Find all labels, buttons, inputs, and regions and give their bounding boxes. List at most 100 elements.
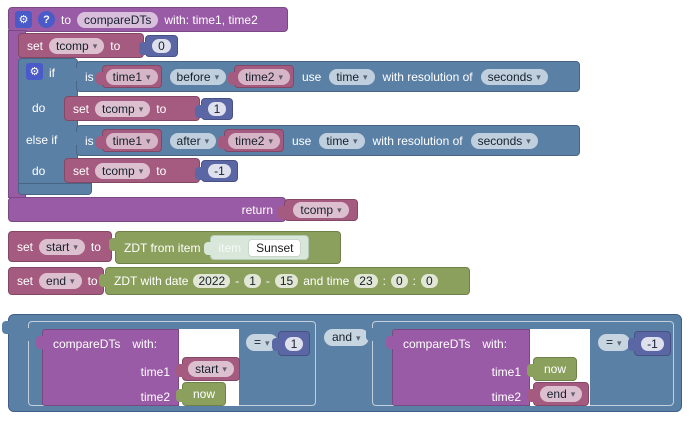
number-field[interactable]: -1 (641, 336, 664, 351)
function-call-block[interactable]: compareDTs with: time1 time2 (386, 329, 530, 406)
variable-block-end[interactable]: end ▾ (527, 382, 589, 406)
variable-dropdown[interactable]: end ▾ (539, 386, 583, 402)
call-with-label: with: (132, 337, 158, 351)
if-block-bottom[interactable] (18, 183, 92, 195)
dropdown-arrow-icon: ▾ (353, 135, 358, 146)
now-block[interactable]: now (176, 382, 226, 406)
datetime-compare-block[interactable]: is time1 ▾ before ▾ time2 ▾ use time ▾ w… (70, 61, 580, 92)
compare-operator-dropdown[interactable]: = ▾ (598, 334, 630, 351)
dropdown-arrow-icon: ▾ (268, 135, 273, 146)
variable-block-start[interactable]: start ▾ (176, 357, 240, 381)
variable-block-time1[interactable]: time1 ▾ (95, 65, 162, 88)
dropdown-arrow-icon: ▾ (70, 276, 75, 286)
set-variable-block[interactable]: set end ▾ to (8, 267, 104, 295)
resolution-dropdown[interactable]: seconds ▾ (480, 68, 548, 85)
operator-dropdown[interactable]: after ▾ (169, 132, 217, 149)
variable-dropdown[interactable]: tcomp ▾ (49, 37, 105, 54)
dropdown-arrow-icon: ▾ (265, 337, 270, 348)
variable-dropdown[interactable]: time2 ▾ (228, 132, 280, 149)
source-value: time (336, 69, 360, 84)
variable-dropdown[interactable]: time2 ▾ (238, 68, 290, 85)
variable-dropdown[interactable]: tcomp ▾ (95, 100, 151, 117)
variable-dropdown[interactable]: tcomp ▾ (293, 202, 349, 218)
use-label: use (301, 69, 322, 84)
second-field[interactable]: 0 (421, 274, 438, 288)
arg-label-time1: time1 (491, 365, 521, 379)
variable-name: end (546, 387, 567, 401)
dropdown-arrow-icon: ▾ (278, 71, 283, 82)
number-field[interactable]: 1 (284, 336, 304, 351)
variable-dropdown[interactable]: tcomp ▾ (95, 162, 151, 179)
arg-label-time2: time2 (491, 390, 521, 404)
variable-block-time2[interactable]: time2 ▾ (218, 129, 284, 152)
variable-block-return[interactable]: tcomp ▾ (278, 199, 358, 221)
set-label: set (73, 101, 90, 116)
variable-block-time2[interactable]: time2 ▾ (228, 65, 294, 88)
number-block[interactable]: 1 (195, 98, 233, 120)
item-label: item (218, 240, 242, 255)
to-label: to (156, 163, 167, 178)
to-label: to (110, 38, 121, 53)
help-icon[interactable]: ? (38, 11, 55, 28)
dropdown-arrow-icon: ▾ (337, 205, 342, 215)
zdt-from-item-block[interactable]: ZDT from item item Sunset (109, 231, 341, 264)
and-time-label: and time (303, 274, 350, 288)
dropdown-arrow-icon: ▾ (214, 71, 220, 82)
number-field[interactable]: -1 (208, 164, 231, 178)
if-label: if (49, 66, 55, 80)
datetime-compare-block[interactable]: is time1 ▾ after ▾ time2 ▾ use time ▾ wi… (70, 125, 580, 156)
mutator-gear-icon[interactable]: ⚙ (15, 11, 32, 28)
dropdown-arrow-icon: ▾ (363, 71, 368, 82)
now-label: now (543, 362, 566, 376)
time-source-dropdown[interactable]: time ▾ (329, 68, 375, 85)
variable-name: time1 (112, 69, 143, 84)
now-block[interactable]: now (527, 357, 577, 381)
item-block[interactable]: item Sunset (204, 235, 310, 260)
variable-block-time1[interactable]: time1 ▾ (95, 129, 162, 152)
number-block[interactable]: -1 (195, 160, 238, 182)
variable-dropdown[interactable]: time1 ▾ (105, 68, 158, 85)
function-definition-header[interactable]: ⚙ ? to compareDTs with: time1, time2 (8, 7, 288, 32)
minute-field[interactable]: 0 (390, 274, 408, 288)
set-variable-block[interactable]: set tcomp ▾ to (18, 33, 144, 58)
month-field[interactable]: 1 (244, 274, 261, 288)
to-label: to (87, 274, 98, 288)
set-label: set (17, 274, 34, 288)
number-field[interactable]: 0 (152, 39, 171, 53)
compare-operator-dropdown[interactable]: = ▾ (246, 334, 278, 351)
item-name-field[interactable]: Sunset (248, 238, 302, 257)
zdt-with-date-block[interactable]: ZDT with date 2022 - 1 - 15 and time 23 … (99, 267, 470, 295)
set-variable-block[interactable]: set tcomp ▾ to (64, 158, 200, 183)
resolution-dropdown[interactable]: seconds ▾ (470, 132, 538, 149)
operator-dropdown[interactable]: before ▾ (169, 68, 227, 85)
variable-dropdown[interactable]: start ▾ (188, 361, 234, 377)
number-field[interactable]: 1 (207, 102, 227, 116)
number-block[interactable]: -1 (628, 331, 671, 356)
dropdown-arrow-icon: ▾ (138, 103, 144, 114)
function-call-block[interactable]: compareDTs with: time1 time2 (36, 329, 179, 406)
and-operator-dropdown[interactable]: and ▾ (324, 329, 369, 346)
variable-name: tcomp (56, 38, 89, 53)
arg-label-time2: time2 (140, 390, 170, 404)
set-variable-block[interactable]: set start ▾ to (8, 231, 112, 262)
variable-dropdown[interactable]: time1 ▾ (105, 132, 158, 149)
function-return-bar[interactable]: return (8, 197, 286, 222)
if-mutator-gear-icon[interactable]: ⚙ (26, 63, 43, 80)
variable-dropdown[interactable]: end ▾ (39, 273, 82, 289)
day-field[interactable]: 15 (274, 274, 299, 288)
dropdown-arrow-icon: ▾ (138, 165, 144, 176)
function-params-label: with: time1, time2 (164, 12, 258, 27)
function-name-field[interactable]: compareDTs (77, 11, 159, 28)
now-label: now (192, 387, 215, 401)
hour-field[interactable]: 23 (354, 274, 378, 288)
set-variable-block[interactable]: set tcomp ▾ to (64, 96, 200, 121)
year-field[interactable]: 2022 (193, 274, 231, 288)
number-block[interactable]: 0 (139, 35, 178, 57)
call-name: compareDTs (53, 337, 121, 351)
variable-dropdown[interactable]: start ▾ (39, 238, 85, 255)
time-separator: : (382, 274, 386, 288)
variable-name: time1 (112, 133, 143, 148)
number-block[interactable]: 1 (272, 331, 310, 356)
set-label: set (27, 38, 44, 53)
time-source-dropdown[interactable]: time ▾ (319, 132, 365, 149)
